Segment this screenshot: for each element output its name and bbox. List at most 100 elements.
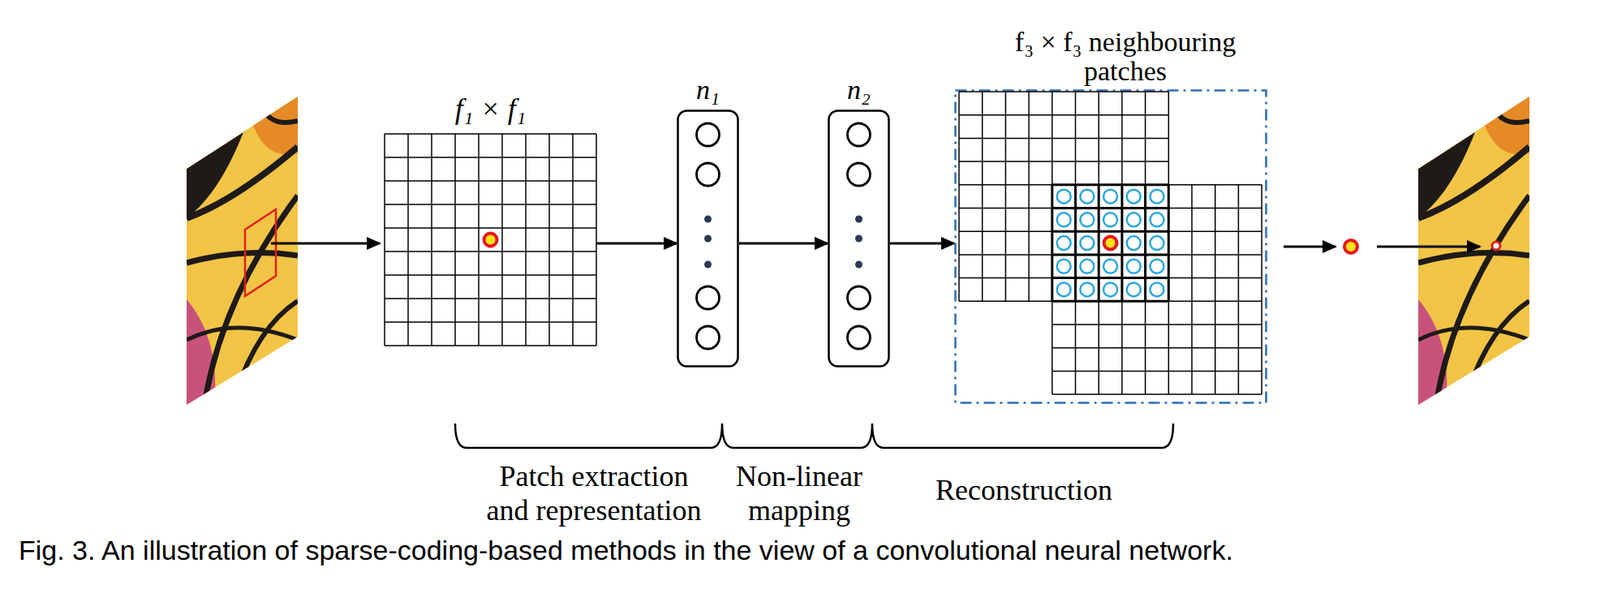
stage-label: Reconstruction: [935, 473, 1113, 508]
grid-line: [384, 297, 597, 300]
patch-grid-line: [959, 137, 1169, 140]
overlap-pixel: [1079, 189, 1094, 204]
overlap-pixel: [1103, 212, 1118, 227]
feature-layer-drawing: [827, 109, 891, 368]
overlap-grid-line: [1074, 184, 1077, 302]
node-heading: f₁ × f₁: [455, 93, 526, 126]
overlap-pixel: [1079, 259, 1094, 274]
overlap-grid-line: [1120, 184, 1123, 302]
patch-grid-line: [1121, 91, 1123, 302]
overlap-pixel: [1057, 259, 1071, 274]
overlap-grid-line: [1052, 253, 1170, 256]
ellipsis-dot: [855, 235, 863, 243]
heading-text: f₁ × f₁: [455, 93, 526, 126]
grid-line: [384, 250, 597, 253]
grid-line: [407, 133, 409, 346]
patch-grid-line: [1097, 91, 1100, 302]
grid-line: [384, 156, 597, 159]
output-pixel: [1492, 241, 1501, 250]
overlap-pixel: [1103, 259, 1118, 274]
overlap-pixel: [1103, 189, 1118, 204]
heading-text: n₁: [696, 74, 720, 105]
neuron-circle: [847, 123, 871, 147]
grid-line: [384, 321, 597, 323]
grid-line: [384, 203, 597, 206]
node-heading: n₂: [847, 74, 871, 105]
output-image: [1418, 96, 1530, 405]
neighbour-region: f₃ × f₃ neighbouring patches: [954, 89, 1268, 405]
grid-line: [384, 133, 597, 135]
patch-grid-line: [1027, 91, 1030, 302]
filter-grid: f₁ × f₁: [384, 133, 597, 346]
overlap-pixel: [1079, 236, 1094, 250]
patch-grid-line: [1052, 393, 1262, 396]
neuron-circle: [847, 326, 871, 349]
patch-grid-line: [959, 301, 1169, 303]
patch-grid-line: [958, 91, 960, 302]
grid-line: [383, 133, 386, 346]
patch-grid-line: [1052, 253, 1262, 256]
layer-outline: [829, 111, 890, 367]
overlap-pixel: [1149, 212, 1164, 227]
node-heading: n₁: [696, 74, 720, 105]
patch-grid-line: [959, 253, 1169, 256]
stage-label: Patch extraction and representation: [481, 459, 708, 528]
overlap-pixel: [1126, 282, 1141, 297]
flow-arrow: [890, 242, 955, 246]
overlap-pixel: [1149, 282, 1164, 297]
patch-grid-line: [1052, 323, 1262, 326]
patch-grid-line: [1075, 91, 1077, 302]
patch-grid-line: [1052, 230, 1262, 233]
feature-layer-drawing: [676, 109, 740, 368]
neighbour-region-drawing: [954, 89, 1268, 405]
grid-line: [384, 274, 597, 276]
neuron-circle: [696, 163, 720, 186]
patch-grid-line: [1052, 207, 1262, 210]
patch-grid-line: [959, 277, 1169, 280]
overlap-grid-line: [1052, 276, 1170, 280]
patch-grid-line: [1260, 184, 1263, 395]
flow-arrow: [1376, 245, 1480, 249]
overlap-pixel: [1126, 212, 1141, 227]
overlap-pixel: [1126, 189, 1141, 204]
patch-grid-line: [1051, 184, 1054, 395]
node-heading: f₃ × f₃ neighbouring patches: [997, 27, 1253, 87]
grid-line: [384, 227, 597, 229]
overlap-pixel: [1149, 189, 1164, 204]
patch-grid-line: [1214, 184, 1217, 395]
patch-grid-line: [1097, 184, 1100, 395]
patch-grid-line: [1052, 347, 1262, 349]
ellipsis-dot: [704, 261, 712, 269]
patch-grid-line: [1121, 184, 1123, 395]
overlap-pixel: [1057, 189, 1071, 204]
patch-outline: [245, 209, 276, 297]
patch-grid-line: [1191, 184, 1193, 395]
neuron-circle: [847, 286, 871, 310]
patch-grid-line: [981, 91, 984, 302]
overlap-pixel: [1057, 212, 1071, 227]
patch-grid-line: [1168, 91, 1170, 302]
overlap-grid-line: [1144, 184, 1147, 302]
center-pixel-dot: [484, 233, 498, 247]
flow-arrow: [739, 242, 828, 246]
ellipsis-dot: [704, 235, 712, 243]
grid-line: [384, 180, 597, 182]
center-pixel-dot: [1104, 236, 1118, 250]
overlap-grid-line: [1052, 230, 1170, 233]
patch-grid-line: [1144, 184, 1147, 395]
ellipsis-dot: [855, 215, 863, 224]
patch-grid-line: [959, 207, 1169, 210]
overlap-pixel: [1126, 259, 1141, 274]
overlap-pixel: [1057, 282, 1071, 297]
overlap-grid-line: [1052, 300, 1170, 303]
patch-grid-line: [1052, 184, 1262, 186]
patch-grid-line: [1238, 184, 1240, 395]
feature-layer: n₂: [827, 109, 891, 368]
grid-line: [454, 133, 456, 346]
patch-grid-line: [1051, 91, 1054, 302]
output-value-dot: [1344, 240, 1358, 254]
grid-line: [572, 133, 574, 346]
patch-grid-line: [959, 230, 1169, 233]
overlap-grid-line: [1052, 183, 1170, 186]
flow-arrow: [1283, 245, 1336, 249]
